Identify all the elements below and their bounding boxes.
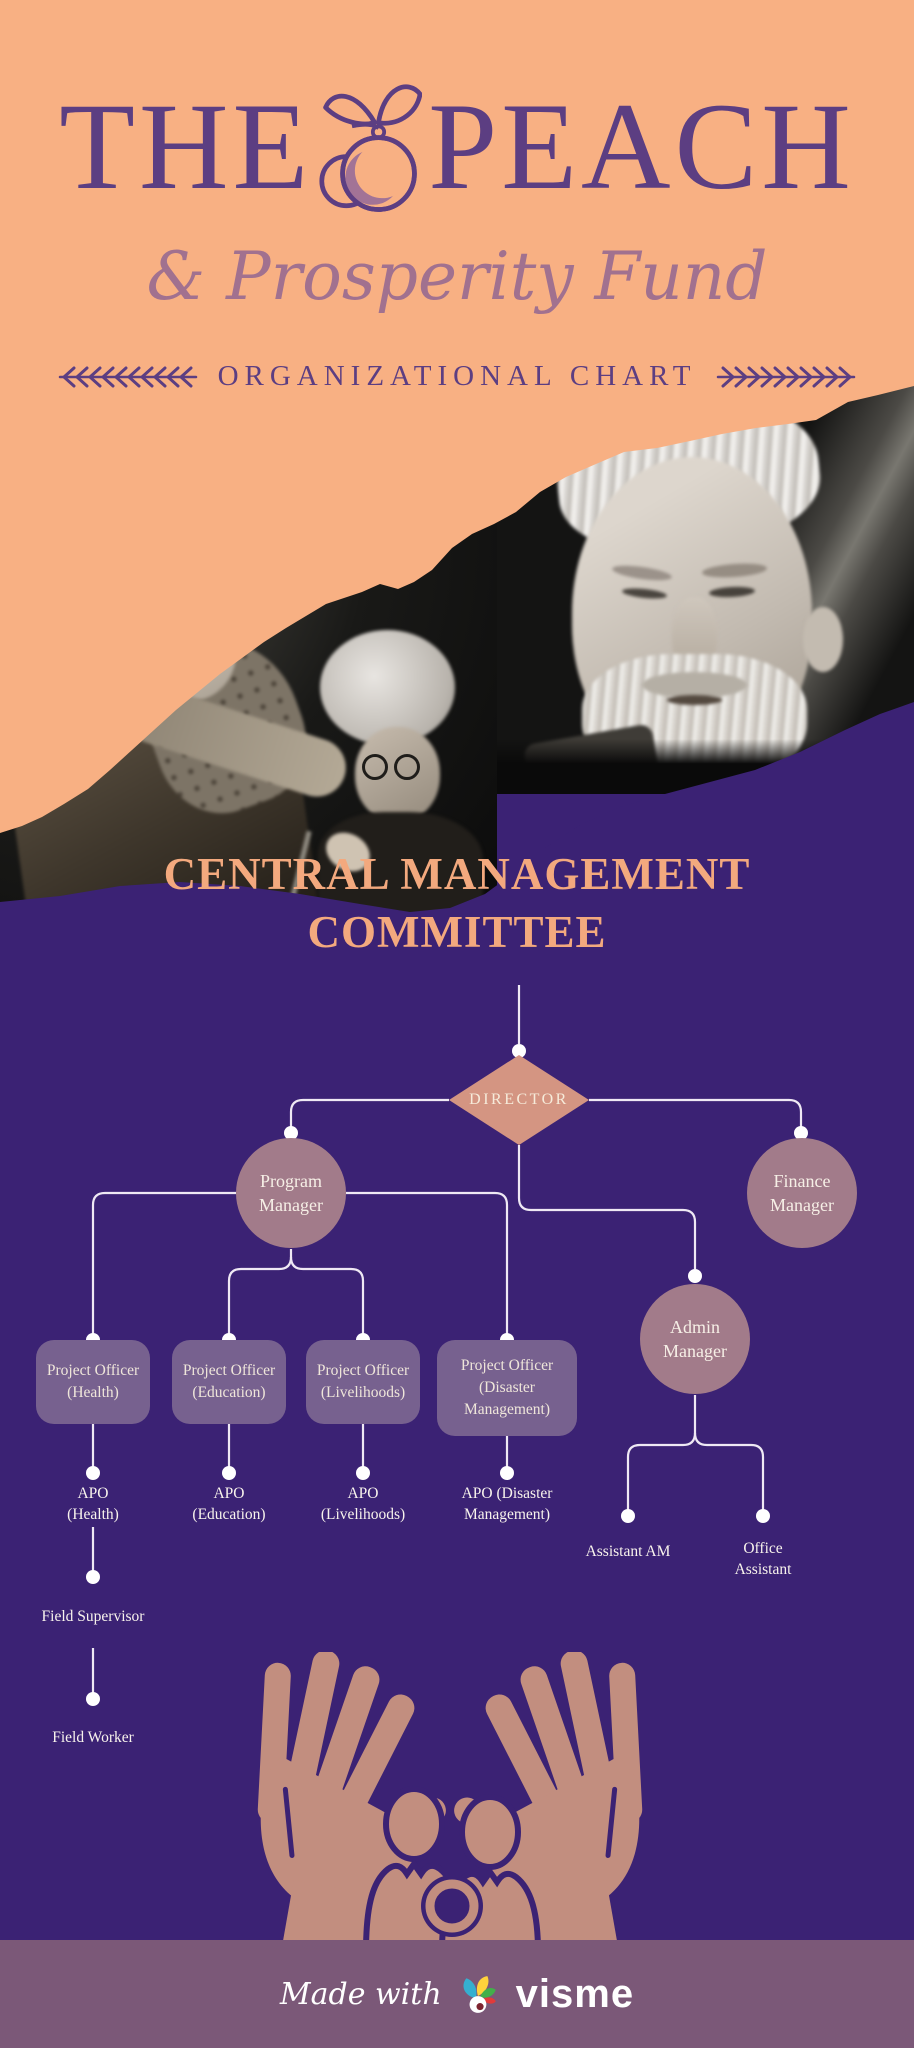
photo-shape [803, 607, 843, 672]
node-project-officer-health: Project Officer (Health) [36, 1340, 150, 1424]
node-apo-education: APO (Education) [192, 1485, 266, 1523]
node-field-supervisor: Field Supervisor [41, 1608, 145, 1625]
node-field-worker: Field Worker [52, 1729, 134, 1746]
made-with-text: Made with [279, 1976, 442, 2012]
node-finance-manager: Finance Manager [747, 1138, 857, 1248]
node-assistant-am: Assistant AM [585, 1543, 671, 1560]
section-title-line1: CENTRAL MANAGEMENT [163, 849, 751, 899]
brand-subtitle: & Prosperity Fund [146, 238, 768, 315]
node-program-manager: Program Manager [236, 1138, 346, 1248]
section-title-line2: COMMITTEE [307, 907, 607, 957]
photo-shape [667, 695, 722, 705]
node-office-assistant: Office Assistant [734, 1540, 792, 1578]
node-apo-disaster: APO (Disaster Management) [461, 1485, 553, 1523]
node-project-officer-livelihoods: Project Officer (Livelihoods) [306, 1340, 420, 1424]
feather-arrow-right-icon [717, 366, 856, 387]
footer-bar: Made with visme [0, 1940, 914, 2048]
photo-shape [320, 630, 455, 745]
feather-arrow-left-icon [58, 366, 197, 387]
node-admin-manager: Admin Manager [640, 1284, 750, 1394]
node-project-officer-disaster: Project Officer (Disaster Management) [437, 1340, 577, 1436]
hands-people-icon [224, 1652, 676, 1952]
brand-logo: THE PEACH [0, 70, 914, 222]
kicker-row: ORGANIZATIONAL CHART [0, 360, 914, 393]
brand-word-peach: PEACH [428, 78, 855, 215]
visme-logo-icon[interactable] [458, 1973, 500, 2015]
node-project-officer-education: Project Officer (Education) [172, 1340, 286, 1424]
peach-icon [319, 84, 423, 212]
brand-word-the: THE [59, 78, 313, 215]
kicker-title: ORGANIZATIONAL CHART [217, 360, 697, 392]
section-title: CENTRAL MANAGEMENT COMMITTEE [0, 845, 914, 961]
photo-shape [362, 754, 420, 780]
visme-wordmark[interactable]: visme [515, 1972, 635, 2016]
node-apo-livelihoods: APO (Livelihoods) [320, 1485, 406, 1523]
node-apo-health: APO (Health) [67, 1485, 119, 1523]
photo-shape [642, 672, 747, 698]
